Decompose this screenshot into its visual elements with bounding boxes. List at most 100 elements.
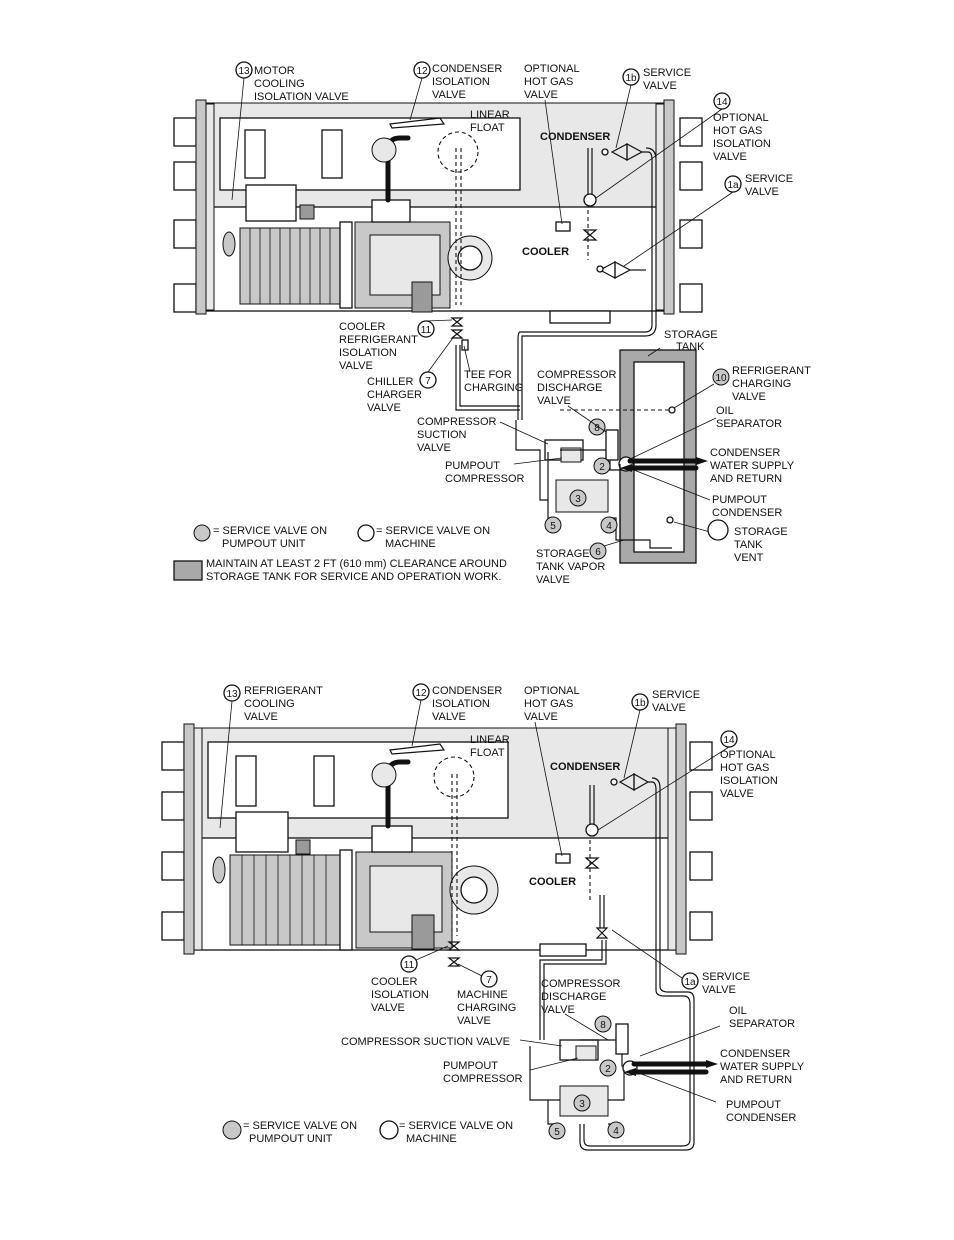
svg-text:VALVE: VALVE (732, 391, 766, 403)
legend-2: = SERVICE VALVE ON PUMPOUT UNIT = SERVIC… (222, 1120, 513, 1145)
svg-text:DISCHARGE: DISCHARGE (537, 382, 602, 394)
label-condenser: CONDENSER (540, 131, 610, 143)
num-5: 5 (550, 521, 556, 532)
motor (222, 184, 353, 309)
label-linear-float: LINEAR (470, 109, 510, 121)
label2-compressor-suction-valve: COMPRESSOR SUCTION VALVE (341, 1036, 510, 1048)
label-service-valve-1b: SERVICE (643, 67, 691, 79)
label-optional-hot-gas-isolation-valve: OPTIONAL (713, 112, 769, 124)
label-pumpout-condenser-1: PUMPOUT (712, 494, 767, 506)
num2-11: 11 (404, 960, 415, 971)
label-compressor-suction-valve-1: COMPRESSOR (417, 416, 497, 428)
num-6: 6 (595, 547, 601, 558)
leader-lines-1 (231, 77, 734, 547)
svg-text:ISOLATION: ISOLATION (371, 989, 429, 1001)
svg-text:HOT GAS: HOT GAS (524, 698, 573, 710)
label2-oil-separator: OIL (729, 1005, 747, 1017)
label-condenser-isolation-valve: CONDENSER (432, 63, 502, 75)
svg-text:VALVE: VALVE (536, 574, 570, 586)
svg-text:CONDENSER: CONDENSER (712, 507, 782, 519)
svg-text:COMPRESSOR: COMPRESSOR (445, 473, 525, 485)
num2-5: 5 (554, 1127, 560, 1138)
legend-clearance-swatch (173, 560, 203, 581)
svg-text:SEPARATOR: SEPARATOR (729, 1018, 795, 1030)
svg-text:AND RETURN: AND RETURN (710, 473, 782, 485)
svg-text:TANK VAPOR: TANK VAPOR (536, 561, 605, 573)
condenser-isolation-elbow-2 (371, 743, 446, 829)
number-circles-1: 13 12 1b 14 1a 11 7 10 8 2 3 5 4 6 (235, 61, 742, 560)
compressor (354, 199, 493, 313)
leader-lines-2 (219, 699, 730, 1103)
diagram-2: 13 12 1b 14 1a 11 7 8 2 3 5 4 (161, 683, 805, 1151)
label2-condenser: CONDENSER (550, 761, 620, 773)
legend2-pumpout-swatch (222, 1120, 242, 1140)
svg-text:ISOLATION: ISOLATION (432, 698, 490, 710)
svg-text:COOLING: COOLING (254, 78, 305, 90)
label-tee-for-charging: TEE FOR (464, 369, 512, 381)
svg-text:AND RETURN: AND RETURN (720, 1074, 792, 1086)
hot-gas-piping-2 (539, 772, 695, 1151)
num2-14: 14 (723, 735, 735, 746)
label2-cooler: COOLER (529, 876, 576, 888)
svg-text:COOLING: COOLING (244, 698, 295, 710)
svg-text:CHARGER: CHARGER (367, 389, 422, 401)
svg-text:VALVE: VALVE (524, 89, 558, 101)
label2-pumpout-condenser: PUMPOUT (726, 1099, 781, 1111)
labels-1: MOTOR COOLING ISOLATION VALVE CONDENSER … (254, 63, 811, 586)
label-storage-tank-vent: STORAGE (734, 526, 788, 538)
legend-pumpout-swatch (193, 524, 211, 542)
svg-text:WATER SUPPLY: WATER SUPPLY (710, 460, 795, 472)
svg-text:STORAGE TANK FOR SERVICE AND O: STORAGE TANK FOR SERVICE AND OPERATION W… (206, 571, 501, 583)
label-pumpout-compressor-1: PUMPOUT (445, 460, 500, 472)
svg-text:PUMPOUT UNIT: PUMPOUT UNIT (249, 1133, 333, 1145)
label2-optional-hot-gas-isolation-valve: OPTIONAL (720, 749, 776, 761)
svg-text:SUCTION: SUCTION (417, 429, 467, 441)
svg-text:ISOLATION VALVE: ISOLATION VALVE (254, 91, 349, 103)
num-1b: 1b (625, 73, 637, 84)
label-storage-tank: STORAGE (664, 329, 718, 341)
svg-text:FLOAT: FLOAT (470, 747, 505, 759)
svg-text:CHARGING: CHARGING (464, 382, 523, 394)
num2-7: 7 (486, 975, 492, 986)
num-12: 12 (416, 66, 428, 77)
svg-text:TANK: TANK (734, 539, 763, 551)
num-14: 14 (716, 97, 728, 108)
condenser-isolation-elbow (371, 117, 446, 203)
num2-12: 12 (415, 688, 427, 699)
svg-text:ISOLATION: ISOLATION (720, 775, 778, 787)
hot-gas-piping (517, 143, 657, 420)
svg-text:VALVE: VALVE (432, 711, 466, 723)
num2-1b: 1b (634, 698, 646, 709)
svg-text:SEPARATOR: SEPARATOR (716, 418, 782, 430)
svg-text:VALVE: VALVE (541, 1004, 575, 1016)
label-cooler: COOLER (522, 246, 569, 258)
label2-cooler-isolation-valve: COOLER (371, 976, 418, 988)
svg-text:VALVE: VALVE (652, 702, 686, 714)
num-7: 7 (425, 376, 431, 387)
label-oil-separator-1: OIL (716, 405, 734, 417)
right-nozzles (679, 117, 703, 313)
label-motor: MOTOR (254, 65, 295, 77)
svg-text:VALVE: VALVE (432, 89, 466, 101)
svg-text:VALVE: VALVE (643, 80, 677, 92)
svg-text:HOT GAS: HOT GAS (720, 762, 769, 774)
left-nozzles (173, 117, 197, 313)
num2-13: 13 (226, 689, 238, 700)
svg-text:MACHINE: MACHINE (406, 1133, 457, 1145)
num-3: 3 (575, 494, 581, 505)
label2-optional-hot-gas-valve: OPTIONAL (524, 685, 580, 697)
svg-text:FLOAT: FLOAT (470, 122, 505, 134)
num-8: 8 (594, 423, 600, 434)
num-11: 11 (421, 325, 432, 336)
svg-text:CONDENSER: CONDENSER (726, 1112, 796, 1124)
num-13: 13 (238, 66, 250, 77)
svg-text:REFRIGERANT: REFRIGERANT (339, 334, 418, 346)
label-cooler-refrigerant-isolation-valve: COOLER (339, 321, 386, 333)
label-chiller-charger-valve: CHILLER (367, 376, 414, 388)
num2-3: 3 (579, 1099, 585, 1110)
num2-1a: 1a (684, 977, 696, 988)
svg-text:DISCHARGE: DISCHARGE (541, 991, 606, 1003)
label-optional-hot-gas-valve: OPTIONAL (524, 63, 580, 75)
